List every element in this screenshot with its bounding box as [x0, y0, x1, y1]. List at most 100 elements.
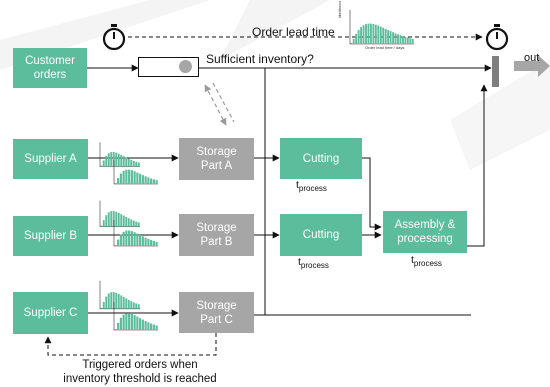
- hist-bar: [102, 301, 105, 309]
- hist-bar: [150, 323, 153, 330]
- triggered-orders-note: Triggered orders when inventory threshol…: [63, 359, 217, 385]
- assembly-to-out-arrow: [467, 84, 488, 247]
- hist-bar: [125, 169, 128, 184]
- histogram-icon: [349, 10, 414, 45]
- hist-bar: [409, 38, 412, 44]
- inventory-buffer-icon: [138, 57, 199, 77]
- hist-bar: [374, 24, 377, 44]
- hist-bar: [114, 183, 117, 184]
- hist-bar: [133, 171, 136, 184]
- inventory-level-dot: [179, 60, 192, 73]
- hist-bar: [389, 31, 392, 44]
- hist-bar: [350, 43, 353, 44]
- storage-a-box: Storage Part A: [179, 138, 254, 180]
- hist-ylabel: likelihood: [337, 1, 342, 18]
- hist-bar: [122, 156, 125, 167]
- hist-bar: [128, 313, 131, 330]
- hist-bar: [102, 220, 105, 227]
- hist-bar: [135, 221, 138, 227]
- t-main: t: [298, 256, 301, 268]
- hist-bar: [369, 23, 372, 44]
- hist-bar: [114, 329, 117, 330]
- hist-bar: [115, 292, 118, 309]
- hist-bar: [397, 34, 399, 44]
- hist-bar: [117, 178, 120, 184]
- hist-bar: [147, 322, 150, 330]
- assembly-box: Assembly & processing: [383, 211, 467, 253]
- hist-bar: [102, 160, 105, 167]
- hist-bar: [122, 215, 125, 227]
- hist-bar: [115, 152, 118, 167]
- hist-bar: [100, 165, 103, 167]
- hist-bar: [120, 214, 123, 227]
- hist-bar: [136, 172, 139, 184]
- hist-bar: [130, 301, 133, 309]
- triggered-orders-arrow: [44, 333, 217, 356]
- hist-bar: [360, 27, 363, 44]
- cutting-a-label: Cutting: [302, 152, 340, 165]
- hist-bar: [399, 35, 402, 44]
- customer-orders-label: Customer orders: [25, 55, 75, 81]
- hist-bar: [112, 152, 115, 167]
- hist-bar: [355, 33, 358, 44]
- customer-orders-box: Customer orders: [13, 48, 87, 88]
- hist-bar: [133, 232, 136, 246]
- hist-bar: [122, 296, 125, 309]
- hist-bar: [100, 225, 103, 227]
- hist-bar: [384, 28, 387, 44]
- storage-b-label: Storage Part B: [196, 222, 237, 248]
- hist-bar: [107, 212, 110, 227]
- hist-bar: [122, 314, 125, 330]
- cutting-a-to-assembly-arrow: [362, 157, 382, 231]
- supplier-b-histogram-icon: [99, 200, 158, 247]
- hist-bar: [135, 161, 138, 167]
- hist-bar: [136, 316, 139, 330]
- hist-bar: [117, 239, 120, 246]
- dashed-double-arrow-icon: [204, 84, 227, 126]
- hist-bar: [401, 36, 404, 44]
- hist-bar: [128, 169, 131, 184]
- hist-bar: [110, 152, 113, 167]
- hist-bar: [117, 323, 120, 330]
- hist-bar: [137, 304, 140, 309]
- t-main: t: [296, 179, 299, 191]
- hist-bar: [112, 211, 115, 227]
- hist-bar: [155, 180, 158, 184]
- hist-axis: [349, 10, 414, 45]
- storage-a-label: Storage Part A: [196, 146, 237, 172]
- hist-bar: [133, 315, 136, 330]
- hist-bar: [120, 295, 123, 309]
- hist-bar: [114, 245, 117, 246]
- hist-bar: [117, 293, 120, 309]
- hist-bar: [152, 179, 155, 184]
- hist-bar: [367, 23, 370, 44]
- hist-bar: [144, 237, 147, 246]
- hist-bar: [382, 27, 385, 44]
- cutting-a-box: Cutting: [280, 138, 362, 179]
- t-process-cutting-b: tprocess: [298, 256, 329, 270]
- hist-bar: [115, 211, 118, 227]
- hist-bar: [144, 321, 147, 330]
- hist-bar: [130, 170, 133, 184]
- hist-bar: [122, 170, 125, 184]
- hist-bar: [155, 241, 158, 246]
- hist-bar: [365, 24, 367, 44]
- hist-bar: [352, 38, 355, 44]
- supplier-b-label: Supplier B: [23, 230, 78, 242]
- supplier-b-box: Supplier B: [13, 216, 88, 256]
- hist-bar: [362, 25, 365, 44]
- hist-bar: [107, 153, 110, 167]
- hist-bar: [144, 176, 147, 184]
- supplier-a-box: Supplier A: [13, 139, 88, 179]
- hist-bar: [137, 162, 140, 167]
- hist-bar: [130, 231, 133, 246]
- hist-bar: [141, 319, 144, 330]
- supplier-c-label: Supplier C: [23, 307, 78, 319]
- hist-bar: [119, 317, 122, 330]
- hist-bar: [130, 159, 133, 167]
- hist-bar: [387, 30, 390, 44]
- hist-bar: [132, 160, 135, 167]
- hist-bar: [130, 313, 133, 330]
- hist-bar: [392, 32, 395, 44]
